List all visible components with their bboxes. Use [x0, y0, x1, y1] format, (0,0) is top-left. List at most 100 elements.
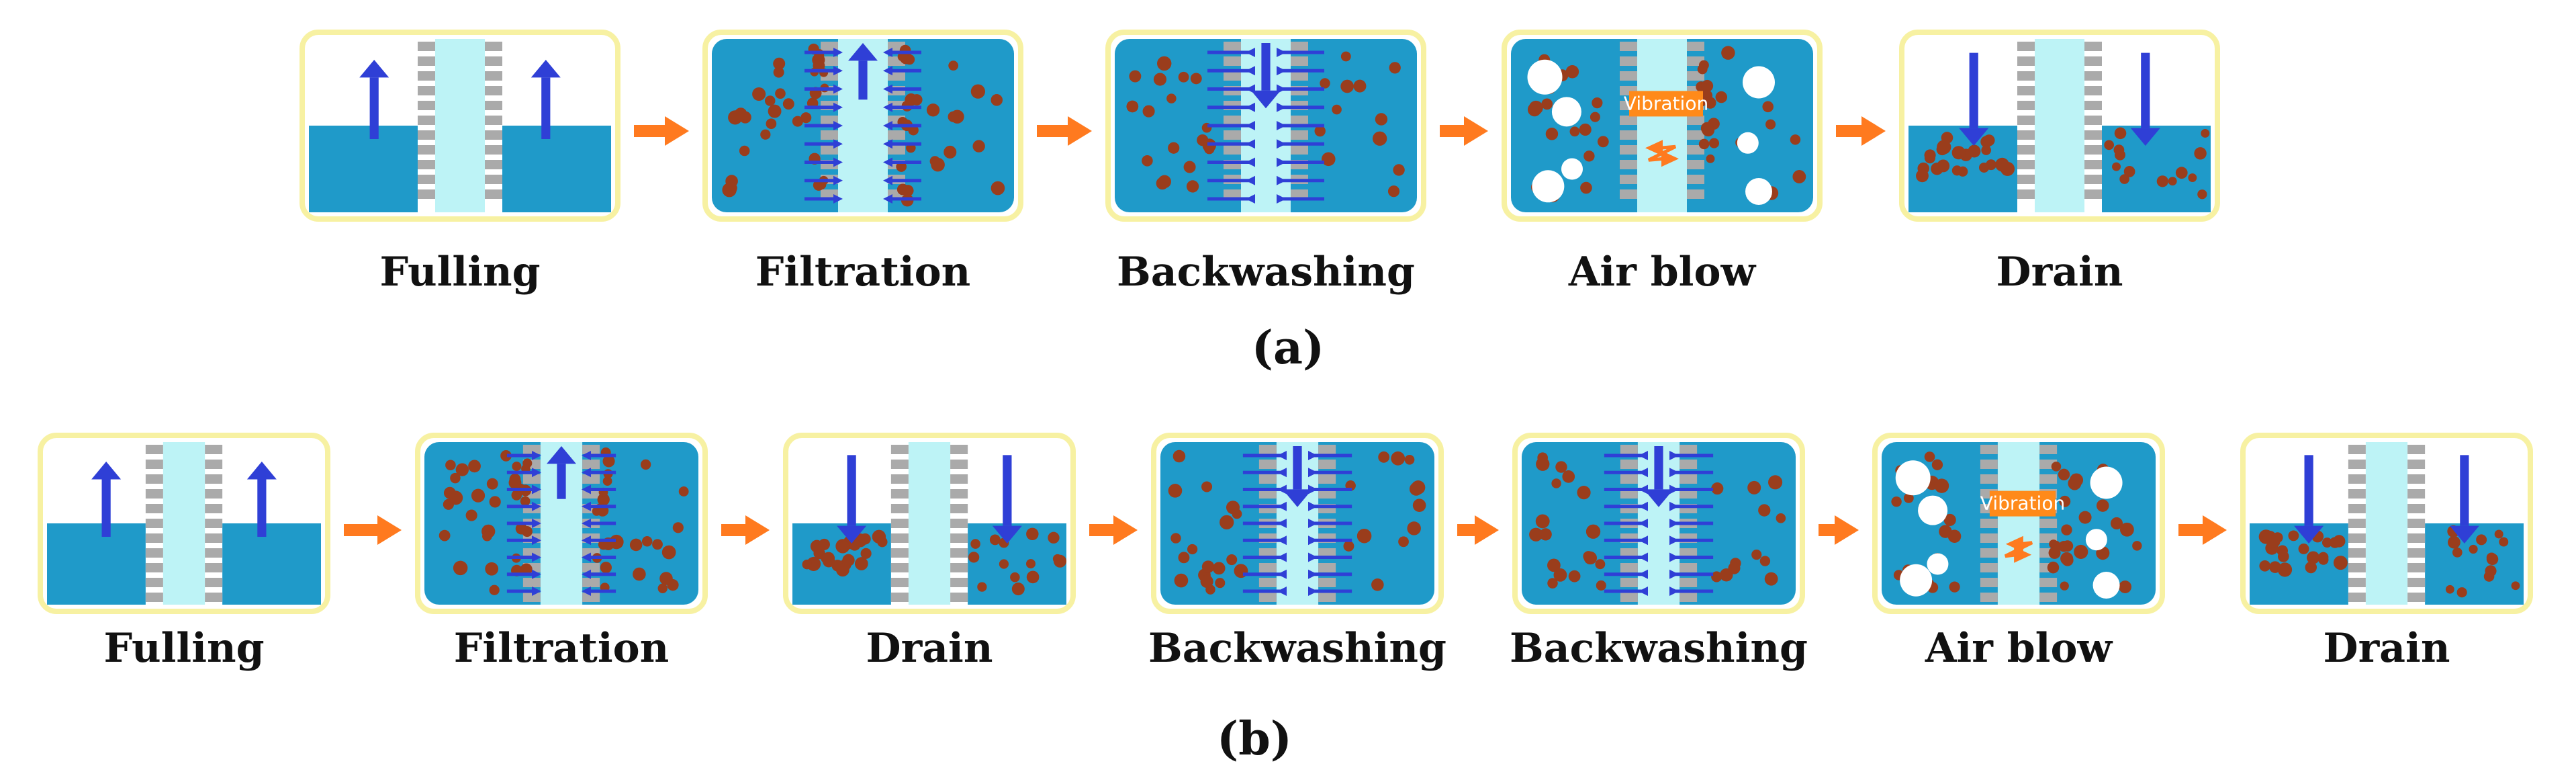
permeate-up-arrow — [848, 43, 878, 100]
backflow-arrows-left — [1207, 48, 1255, 204]
water-left — [309, 126, 418, 212]
membrane-right — [205, 445, 223, 602]
air-bubbles — [1527, 59, 1775, 206]
particles-right — [1343, 451, 1426, 591]
row-b-step-1-fulling — [38, 433, 330, 614]
row-b-arrow-1 — [344, 515, 402, 545]
membrane-right — [2084, 42, 2102, 199]
flow-arrows-left — [506, 451, 541, 596]
vibration-label: Vibration — [1624, 92, 1708, 114]
membrane-left — [145, 445, 163, 602]
row-b-step-3-label: Drain — [866, 625, 993, 672]
row-b-step-1-label: Fulling — [103, 625, 265, 672]
membrane-right — [2407, 445, 2426, 602]
row-a-arrow-2 — [1037, 116, 1092, 146]
lumen-channel — [1997, 442, 2040, 605]
particles-left — [439, 450, 512, 595]
up-arrow-left — [91, 462, 122, 537]
row-a-step-3-backwashing — [1105, 30, 1426, 222]
sludge-left — [1916, 132, 2015, 183]
row-b-step-4-label: Backwashing — [1148, 625, 1446, 672]
row-b-step-7-drain — [2240, 433, 2533, 614]
backflow-arrows-right — [1669, 451, 1714, 596]
row-b-step-6-airblow: Vibration — [1872, 433, 2165, 614]
backwash-down-arrow — [1644, 446, 1673, 507]
sludge-left — [2258, 529, 2348, 577]
row-a-step-2-label: Filtration — [755, 249, 971, 296]
vibration-box — [1629, 91, 1703, 117]
row-b-arrow-5 — [1819, 515, 1859, 545]
membrane-right — [1680, 445, 1698, 602]
lumen-channel — [2035, 39, 2084, 212]
vibration-arrowhead-left — [1645, 140, 1663, 157]
water-right — [222, 523, 321, 605]
particles-right — [1314, 51, 1405, 198]
caption-a: (a) — [1251, 321, 1325, 375]
down-arrow-right — [2130, 52, 2160, 146]
sludge-right — [2104, 127, 2210, 200]
row-a-arrow-4 — [1836, 116, 1886, 146]
particles-left — [722, 57, 812, 198]
flow-arrows-right — [883, 48, 921, 204]
down-arrow-right — [992, 455, 1022, 544]
membrane-right — [1291, 42, 1308, 199]
up-arrow-left — [359, 59, 389, 139]
down-arrow-left — [2294, 455, 2324, 544]
vibration-label: Vibration — [1980, 492, 2065, 515]
row-a-step-5-label: Drain — [1996, 249, 2123, 296]
lumen-channel — [1637, 39, 1687, 212]
vibration-arrowhead-right — [2014, 546, 2032, 563]
cake-right — [2047, 462, 2074, 591]
membrane-right — [485, 42, 502, 199]
down-arrow-right — [2449, 455, 2479, 544]
membrane-left — [418, 42, 435, 199]
row-a-step-1-label: Fulling — [379, 249, 541, 296]
air-bubbles — [1895, 460, 2123, 599]
permeate-up-arrow — [547, 446, 576, 499]
row-b-step-3-drain — [783, 433, 1076, 614]
membrane-left — [2348, 445, 2366, 602]
membrane-left — [1620, 445, 1638, 602]
vibration-box — [1989, 490, 2056, 517]
row-a-step-1-fulling — [300, 30, 620, 222]
backflow-arrows-left — [1242, 451, 1287, 596]
lumen-channel — [908, 442, 951, 605]
cake-right — [896, 44, 919, 207]
row-b-arrow-3 — [1089, 515, 1138, 545]
vibration-arrowhead-left — [2005, 535, 2023, 552]
particles-right — [609, 459, 689, 593]
row-b-step-7-label: Drain — [2323, 625, 2450, 672]
water-right — [2425, 523, 2524, 605]
lumen-channel — [435, 39, 485, 212]
row-a-step-2-filtration — [702, 30, 1023, 222]
vibration-arrowhead-right — [1661, 150, 1679, 167]
flow-arrows-right — [582, 451, 616, 596]
row-a-arrow-1 — [634, 116, 689, 146]
up-arrow-right — [246, 462, 277, 537]
backwash-down-arrow — [1283, 446, 1312, 507]
membrane-right — [582, 445, 600, 602]
backflow-arrows-left — [1604, 451, 1648, 596]
membrane-left — [2017, 42, 2035, 199]
membrane-left — [1980, 445, 1998, 602]
lumen-channel — [163, 442, 205, 605]
particles-left — [1529, 452, 1606, 591]
lumen-channel — [2365, 442, 2408, 605]
flow-arrows-left — [804, 48, 843, 204]
row-b-step-4-backwashing — [1151, 433, 1444, 614]
row-b-arrow-4 — [1457, 515, 1499, 545]
backwash-down-arrow — [1251, 43, 1281, 109]
sludge-right — [2445, 525, 2520, 598]
cake-left — [807, 43, 829, 191]
row-a-step-3-label: Backwashing — [1117, 249, 1415, 296]
cake-right — [1696, 60, 1716, 163]
row-b-step-5-backwashing — [1512, 433, 1805, 614]
row-a-step-4-airblow: Vibration — [1502, 30, 1823, 222]
row-a-step-4-label: Air blow — [1568, 249, 1756, 296]
backflow-arrows-right — [1308, 451, 1352, 596]
row-b-step-2-label: Filtration — [453, 625, 670, 672]
row-b-arrow-2 — [721, 515, 770, 545]
sludge-left — [802, 529, 888, 577]
row-a-step-5-drain — [1899, 30, 2220, 222]
